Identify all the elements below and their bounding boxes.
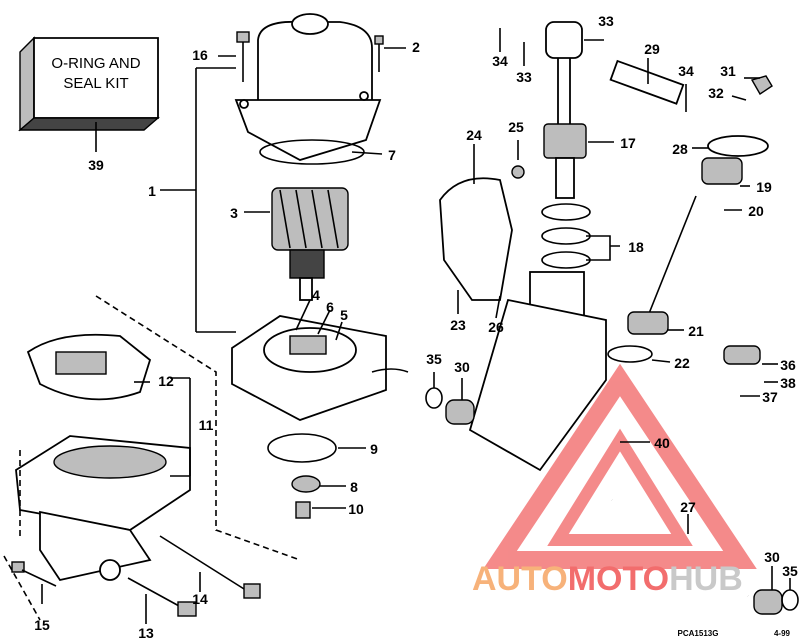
bushing-30-left (445, 399, 475, 425)
callout-4: 4 (312, 287, 320, 303)
callout-9: 9 (370, 441, 378, 457)
callout-40: 40 (654, 435, 670, 451)
callout-23: 23 (450, 317, 466, 333)
motor-housing (234, 13, 382, 165)
seal-22 (607, 345, 653, 363)
callout-26: 26 (488, 319, 504, 335)
callout-5: 5 (340, 307, 348, 323)
callout-3: 3 (230, 205, 238, 221)
callout-31: 31 (720, 63, 736, 79)
callout-13: 13 (138, 625, 154, 640)
cap-19 (701, 157, 743, 185)
callout-10: 10 (348, 501, 364, 517)
callout-24: 24 (466, 127, 482, 143)
callout-1: 1 (148, 183, 156, 199)
callout-8: 8 (350, 479, 358, 495)
callout-35-left: 35 (426, 351, 442, 367)
callout-20: 20 (748, 203, 764, 219)
armature (271, 187, 349, 301)
trim-cylinder (468, 21, 607, 472)
watermark-part3: HUB (669, 560, 743, 598)
valve-28 (707, 135, 769, 157)
plug-10 (295, 501, 311, 519)
callout-34-right: 34 (678, 63, 694, 79)
watermark-part1: AUTO (472, 560, 568, 598)
callout-37: 37 (762, 389, 778, 405)
tube-rod (647, 195, 697, 317)
seal-36 (723, 345, 761, 365)
cover-plate (26, 333, 152, 401)
callout-11: 11 (199, 417, 214, 433)
callout-28: 28 (672, 141, 688, 157)
callout-25: 25 (508, 119, 524, 135)
watermark-part2: MOTO (568, 560, 669, 598)
seal-kit-box: O-RING AND SEAL KIT (18, 36, 160, 132)
o-ring-9 (267, 433, 337, 463)
bushing-30-right (753, 589, 783, 615)
callout-7: 7 (388, 147, 396, 163)
callout-19: 19 (756, 179, 772, 195)
clip-35-left (425, 387, 443, 409)
callout-34-left: 34 (492, 53, 508, 69)
bolt-14 (159, 535, 261, 599)
callout-2: 2 (412, 39, 420, 55)
callout-30-left: 30 (454, 359, 470, 375)
watermark-logo (483, 363, 757, 569)
check-ball-25 (511, 165, 525, 179)
callout-38: 38 (780, 375, 796, 391)
callout-labels: 39 16 2 7 1 3 4 6 5 9 8 10 12 11 14 15 1… (34, 13, 798, 640)
leader-lines (41, 28, 791, 624)
callout-30-right: 30 (764, 549, 780, 565)
callout-36: 36 (780, 357, 796, 373)
bolt-15 (11, 561, 57, 587)
piston-21 (627, 311, 669, 335)
callout-12: 12 (158, 373, 174, 389)
callout-33-top: 33 (598, 13, 614, 29)
group-outline-11 (95, 295, 301, 561)
group-outline-13 (3, 450, 41, 621)
watermark-text: AUTOMOTOHUB (472, 560, 743, 598)
pump-body (15, 435, 191, 582)
clip-35-right (781, 589, 799, 611)
screw-2 (374, 35, 384, 72)
pin-29 (609, 59, 685, 105)
callout-22: 22 (674, 355, 690, 371)
date-reference: 4-99 (774, 629, 791, 638)
nut-31 (750, 75, 773, 95)
callout-6: 6 (326, 299, 334, 315)
callout-16: 16 (192, 47, 208, 63)
washer-8 (291, 475, 321, 493)
pin-27 (609, 495, 751, 601)
kit-label-line2: SEAL KIT (63, 75, 128, 92)
end-cap (231, 315, 409, 421)
callout-15: 15 (34, 617, 50, 633)
callout-21: 21 (688, 323, 704, 339)
callout-17: 17 (620, 135, 636, 151)
callout-32: 32 (708, 85, 724, 101)
figure-reference: PCA1513G (678, 629, 719, 638)
callout-29: 29 (644, 41, 660, 57)
valve-13 (127, 577, 197, 617)
callout-35-right: 35 (782, 563, 798, 579)
kit-label-line1: O-RING AND (51, 55, 140, 72)
callout-27: 27 (680, 499, 696, 515)
callout-14: 14 (192, 591, 208, 607)
reservoir-cover (439, 177, 513, 301)
callout-18: 18 (628, 239, 644, 255)
callout-33-left: 33 (516, 69, 532, 85)
screw-16 (236, 31, 250, 82)
callout-39: 39 (88, 157, 104, 173)
